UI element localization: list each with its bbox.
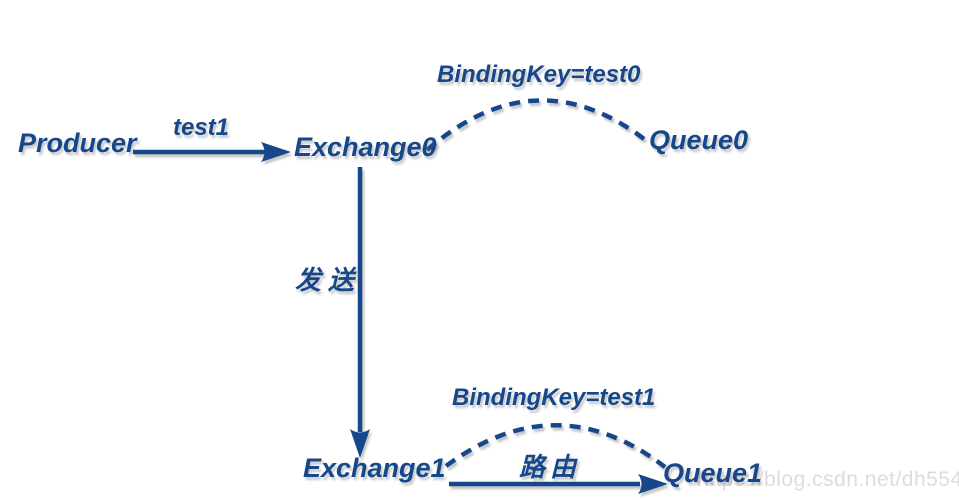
node-queue1: Queue1: [663, 458, 763, 488]
edge-label-bindingkey-test1: BindingKey=test1: [452, 384, 656, 411]
node-exchange1: Exchange1: [303, 453, 446, 483]
node-exchange0: Exchange0: [294, 132, 437, 162]
edge-label-bindingkey-test0: BindingKey=test0: [437, 61, 641, 88]
exchange0-queue0-binding-arc: [425, 98, 650, 152]
csdn-watermark: https://blog.csdn.net/dh554112075: [697, 468, 959, 491]
producer-to-exchange0-arrowhead: [261, 142, 291, 162]
edge-label-route: 路由: [519, 452, 582, 482]
edge-label-test1: test1: [172, 114, 230, 141]
node-queue0: Queue0: [649, 125, 749, 155]
node-producer: Producer: [18, 128, 137, 158]
edge-label-send: 发送: [295, 265, 362, 295]
